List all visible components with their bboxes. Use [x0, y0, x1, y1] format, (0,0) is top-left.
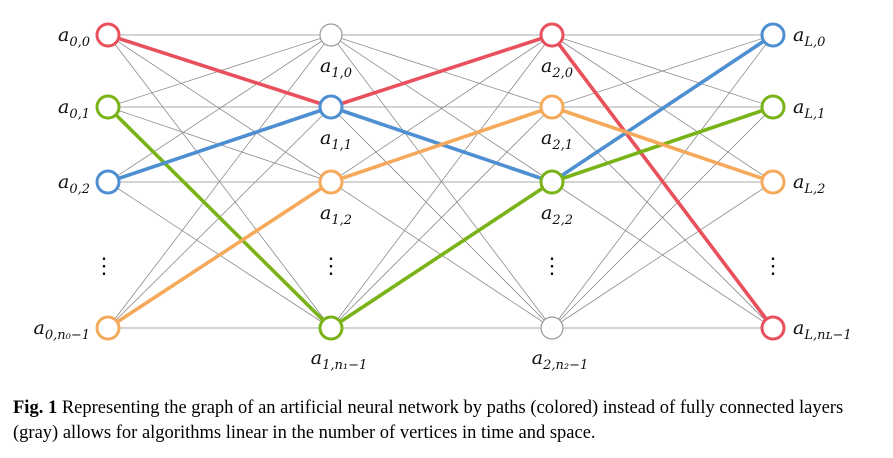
node-circle: [760, 94, 786, 120]
node-circle: [540, 316, 564, 340]
gray-edge: [330, 106, 553, 329]
node-circle: [95, 94, 121, 120]
node-label: aL,2: [793, 171, 825, 197]
node-circle: [95, 315, 121, 341]
node-circle: [318, 315, 344, 341]
figure-caption: Fig. 1 Representing the graph of an arti…: [13, 396, 881, 446]
caption-label: Fig. 1: [13, 398, 58, 418]
gray-edge: [330, 34, 553, 183]
gray-edge: [551, 34, 774, 108]
node-circle: [539, 169, 565, 195]
node-label: a2,1: [541, 127, 573, 153]
node-label: a1,0: [320, 55, 352, 81]
node-circle: [95, 169, 121, 195]
colored-paths: [106, 33, 775, 330]
node-label: a1,n₁−1: [311, 347, 367, 373]
node-label: aL,1: [793, 96, 825, 122]
node-circle: [539, 22, 565, 48]
node-label: a0,0: [58, 24, 90, 50]
node-label: aL,nʟ−1: [793, 317, 852, 343]
node-circle: [319, 23, 343, 47]
node-label: a1,1: [320, 127, 352, 153]
gray-edge: [107, 34, 332, 329]
node-label: a0,n₀−1: [34, 317, 90, 343]
colored-path-3: [106, 105, 775, 330]
neural-network-path-diagram: a0,0 a0,1 a0,2 a0,n₀−1 a1,0 a1,1 a1,2 a1,n₁−1 a2…: [34, 22, 852, 373]
colored-path-2: [106, 33, 775, 184]
node-label: a0,1: [58, 96, 90, 122]
node-label: a1,2: [320, 202, 352, 228]
ellipsis-dots: ⋮: [762, 254, 784, 279]
node-labels: a0,0 a0,1 a0,2 a0,n₀−1 a1,0 a1,1 a1,2 a1,n₁−1 a2…: [34, 24, 852, 373]
node-circle: [760, 22, 786, 48]
node-label: a0,2: [58, 171, 90, 197]
node-label: a2,n₂−1: [532, 347, 588, 373]
gray-edge: [551, 181, 774, 329]
gray-edge: [330, 34, 553, 329]
node-circle: [318, 94, 344, 120]
colored-path-0: [106, 33, 775, 330]
node-circle: [539, 94, 565, 120]
node-circle: [760, 169, 786, 195]
network-nodes: [95, 22, 786, 341]
node-circle: [760, 315, 786, 341]
caption-text: Representing the graph of an artificial …: [13, 398, 844, 443]
node-label: a2,2: [541, 202, 573, 228]
ellipsis-dots: ⋮: [541, 254, 563, 279]
fully-connected-gray-edges: [107, 34, 774, 329]
layer-ellipses: ⋮ ⋮ ⋮ ⋮: [93, 254, 784, 279]
node-label: a2,0: [541, 55, 573, 81]
node-circle: [318, 169, 344, 195]
node-circle: [95, 22, 121, 48]
ellipsis-dots: ⋮: [320, 254, 342, 279]
ellipsis-dots: ⋮: [93, 254, 115, 279]
gray-edge: [551, 106, 774, 329]
node-label: aL,0: [793, 24, 825, 50]
gray-edge: [107, 34, 332, 183]
